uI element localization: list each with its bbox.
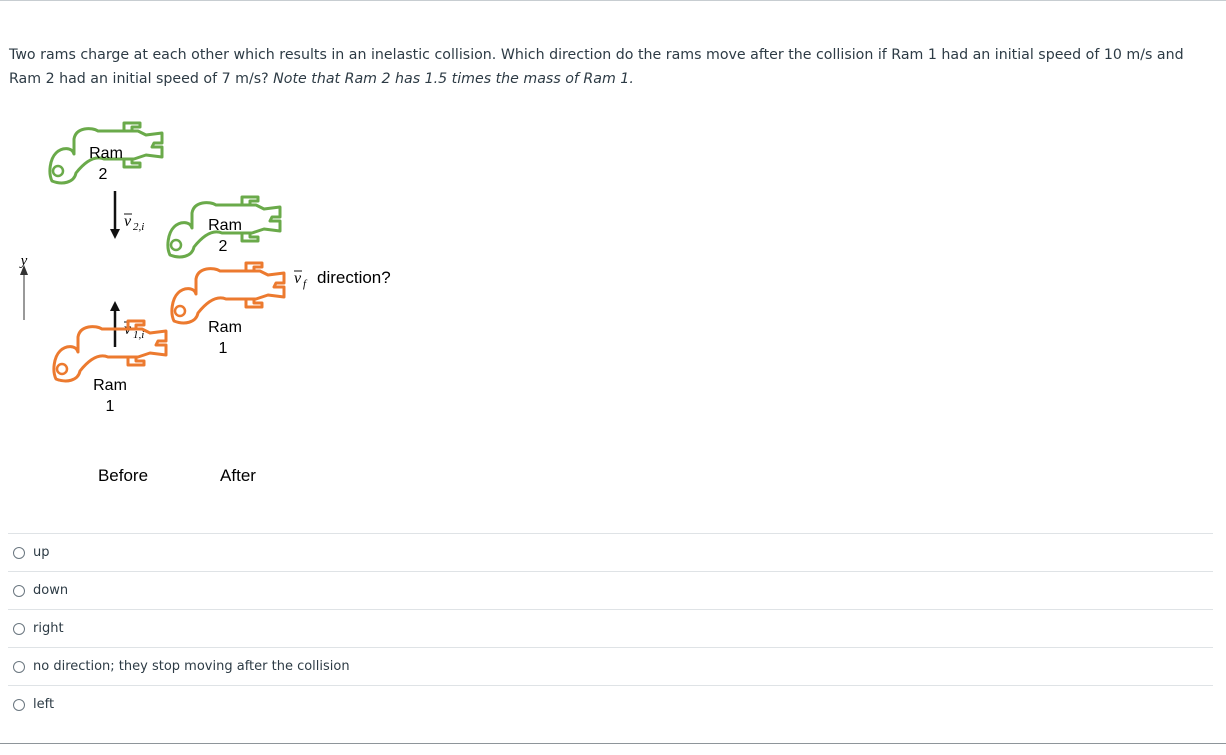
v2-arrowhead: [110, 229, 120, 239]
after-ram1-number: 1: [219, 340, 228, 357]
answer-label: left: [33, 697, 55, 712]
after-ram2-number: 2: [219, 238, 228, 255]
vf-direction-text: direction?: [317, 268, 391, 287]
answer-label: up: [33, 545, 50, 560]
radio-button[interactable]: [13, 546, 25, 559]
vf-label: v: [294, 270, 302, 287]
radio-button[interactable]: [13, 584, 25, 597]
radio-button[interactable]: [13, 660, 25, 673]
answer-option-right[interactable]: right: [8, 609, 1213, 647]
collision-figure: y Ram 2 v 2,i v 1,i Ram 1 Ram 2: [0, 105, 420, 505]
question-body: Two rams charge at each other which resu…: [9, 47, 1184, 87]
answer-choices: up down right no direction; they stop mo…: [8, 533, 1213, 723]
before-ram1-icon: [52, 319, 168, 383]
after-caption: After: [220, 466, 256, 485]
v2-subscript: 2,i: [133, 221, 144, 233]
after-ram1-icon: [170, 261, 286, 325]
v1-subscript: 1,i: [133, 329, 144, 341]
bottom-divider: [0, 743, 1226, 744]
v2-label: v: [124, 213, 132, 230]
radio-button[interactable]: [13, 622, 25, 635]
vf-subscript: f: [303, 278, 308, 290]
question-note: Note that Ram 2 has 1.5 times the mass o…: [273, 71, 634, 87]
answer-option-down[interactable]: down: [8, 571, 1213, 609]
y-axis-arrowhead: [20, 265, 28, 275]
collision-diagram: y Ram 2 v 2,i v 1,i Ram 1 Ram 2: [19, 121, 391, 485]
answer-label: down: [33, 583, 69, 598]
answer-label: right: [33, 621, 64, 636]
before-ram2-name: Ram: [89, 145, 123, 162]
answer-option-up[interactable]: up: [8, 533, 1213, 571]
answer-option-no-direction[interactable]: no direction; they stop moving after the…: [8, 647, 1213, 685]
before-caption: Before: [98, 466, 148, 485]
before-ram1-name: Ram: [93, 377, 127, 394]
before-ram2-number: 2: [99, 166, 108, 183]
question-text: Two rams charge at each other which resu…: [9, 43, 1214, 91]
top-divider: [0, 0, 1226, 1]
answer-label: no direction; they stop moving after the…: [33, 659, 350, 674]
answer-option-left[interactable]: left: [8, 685, 1213, 723]
after-ram1-name: Ram: [208, 319, 242, 336]
y-axis-label: y: [19, 253, 28, 269]
v1-arrowhead: [110, 301, 120, 311]
radio-button[interactable]: [13, 698, 25, 711]
before-ram1-number: 1: [106, 398, 115, 415]
after-ram2-name: Ram: [208, 217, 242, 234]
